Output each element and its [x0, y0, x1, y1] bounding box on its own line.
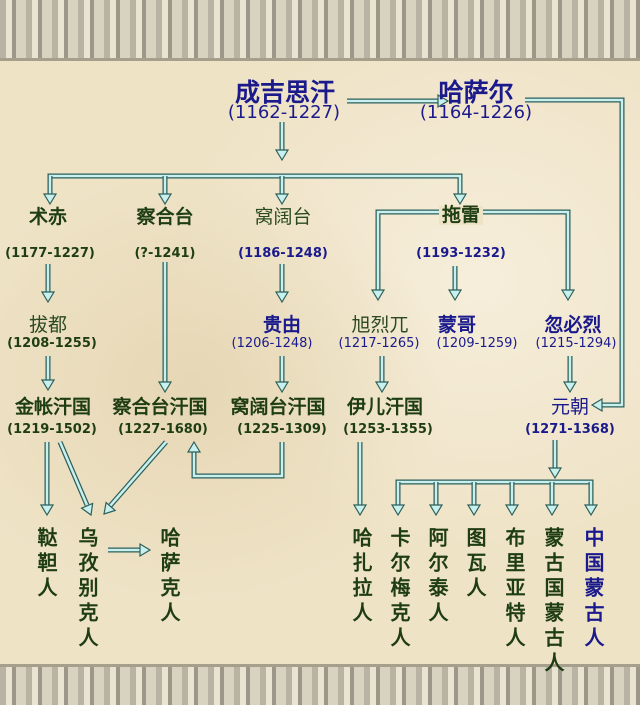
node-genghis-khan-dates: (1162-1227): [227, 102, 341, 123]
yuan-peoples-bar: [395, 479, 594, 505]
tolui-kublai-head: [560, 289, 576, 302]
node-batu: 拔都: [28, 314, 68, 336]
arrow-qasar-to-yuan: [525, 97, 625, 408]
arrow-batu-golden-horde-head: [40, 379, 56, 392]
node-golden-horde: 金帐汗国: [14, 396, 92, 418]
arrow-ilkhanate-hazaras-head: [352, 504, 368, 517]
node-genghis-khan: 成吉思汗: [234, 78, 336, 107]
people-mongolia-mongols: 蒙古国蒙古人: [541, 527, 565, 677]
people-uzbeks: 乌孜别克人: [75, 527, 99, 652]
node-ogedei-dates: (1186-1248): [238, 246, 328, 261]
arrow-ogedei-to-chagatai-khanate: [192, 442, 284, 478]
arrow-golden-horde-uzbeks: [58, 441, 89, 506]
node-chagatai-khanate: 察合台汗国: [112, 396, 208, 418]
node-golden-horde-dates: (1219-1502): [7, 422, 97, 437]
arrow-yuan-down-head: [547, 467, 563, 480]
arrow-qasar-to-yuan: [525, 98, 624, 407]
arrow-ogedei-guyuk-head: [274, 291, 290, 304]
node-batu-dates: (1208-1255): [7, 336, 97, 351]
node-ogedei-khanate: 窝阔台汗国: [230, 396, 326, 418]
people-drop-head-2: [466, 504, 482, 517]
son-drop-head-2: [274, 193, 290, 206]
arrow-chagatai-uzbeks-head: [103, 501, 117, 515]
node-guyuk-dates: (1206-1248): [231, 336, 313, 351]
people-tuvans: 图瓦人: [463, 527, 487, 602]
node-chagatai-dates: (?-1241): [134, 246, 196, 261]
node-qasar-dates: (1164-1226): [419, 102, 533, 123]
arrow-golden-horde-tatars-head: [39, 504, 55, 517]
people-hazaras: 哈扎拉人: [349, 527, 373, 627]
son-drop-head-3: [452, 193, 468, 206]
people-drop-head-1: [428, 504, 444, 517]
people-kalmyks: 卡尔梅克人: [387, 527, 411, 652]
arrow-chagatai-uzbeks: [109, 441, 167, 507]
arrow-uzbeks-kazakhs-head: [139, 542, 152, 558]
arrow-guyuk-ogedei-khanate-head: [274, 381, 290, 394]
people-kazakhs: 哈萨克人: [157, 527, 181, 627]
sons-bar: [47, 173, 463, 200]
decorative-border-bottom: [0, 664, 640, 705]
arrow-tolui-mongke-head: [447, 289, 463, 302]
arrow-qasar-to-yuan-head: [590, 397, 603, 413]
people-drop-head-3: [504, 504, 520, 517]
people-buryats: 布里亚特人: [502, 527, 526, 652]
node-yuan-dynasty: 元朝: [550, 396, 590, 418]
people-china-mongols: 中国蒙古人: [581, 527, 605, 652]
people-drop-head-5: [583, 504, 599, 517]
decorative-border-top: [0, 0, 640, 61]
node-hulagu: 旭烈兀: [351, 314, 409, 336]
people-tatars: 鞑靼人: [34, 527, 58, 602]
tolui-hulagu-head: [370, 289, 386, 302]
node-ilkhanate-dates: (1253-1355): [343, 422, 433, 437]
yuan-peoples-bar: [396, 480, 593, 505]
people-altai: 阿尔泰人: [425, 527, 449, 627]
node-ogedei: 窝阔台: [254, 206, 312, 228]
node-kublai: 忽必烈: [544, 314, 602, 336]
node-kublai-dates: (1215-1294): [535, 336, 617, 351]
people-drop-head-4: [544, 504, 560, 517]
arrow-hulagu-ilkhanate-head: [374, 381, 390, 394]
arrow-ogedei-to-chagatai-khanate: [191, 442, 285, 479]
node-tolui-dates: (1193-1232): [416, 246, 506, 261]
people-drop-head-0: [390, 504, 406, 517]
node-hulagu-dates: (1217-1265): [338, 336, 420, 351]
node-ogedei-khanate-dates: (1225-1309): [237, 422, 327, 437]
arrow-root-down-head: [274, 149, 290, 162]
node-jochi: 术赤: [28, 206, 68, 228]
arrow-jochi-batu-head: [40, 291, 56, 304]
node-ilkhanate: 伊儿汗国: [346, 396, 424, 418]
sons-bar: [48, 174, 462, 200]
node-mongke-dates: (1209-1259): [436, 336, 518, 351]
node-guyuk: 贵由: [262, 314, 302, 336]
arrow-kublai-yuan-head: [562, 381, 578, 394]
son-drop-head-0: [42, 193, 58, 206]
node-qasar: 哈萨尔: [438, 78, 514, 107]
arrow-to-qasar-head: [437, 93, 450, 109]
node-chagatai-khanate-dates: (1227-1680): [118, 422, 208, 437]
node-yuan-dynasty-dates: (1271-1368): [525, 422, 615, 437]
node-tolui: 拖雷: [438, 206, 484, 225]
arrow-chagatai-khanate-head: [157, 381, 173, 394]
arrow-ogedei-to-chagatai-khanate-head: [186, 440, 202, 453]
node-chagatai: 察合台: [136, 206, 194, 228]
node-mongke: 蒙哥: [437, 314, 477, 336]
arrow-golden-horde-uzbeks-head: [80, 502, 94, 517]
son-drop-head-1: [157, 193, 173, 206]
node-jochi-dates: (1177-1227): [5, 246, 95, 261]
